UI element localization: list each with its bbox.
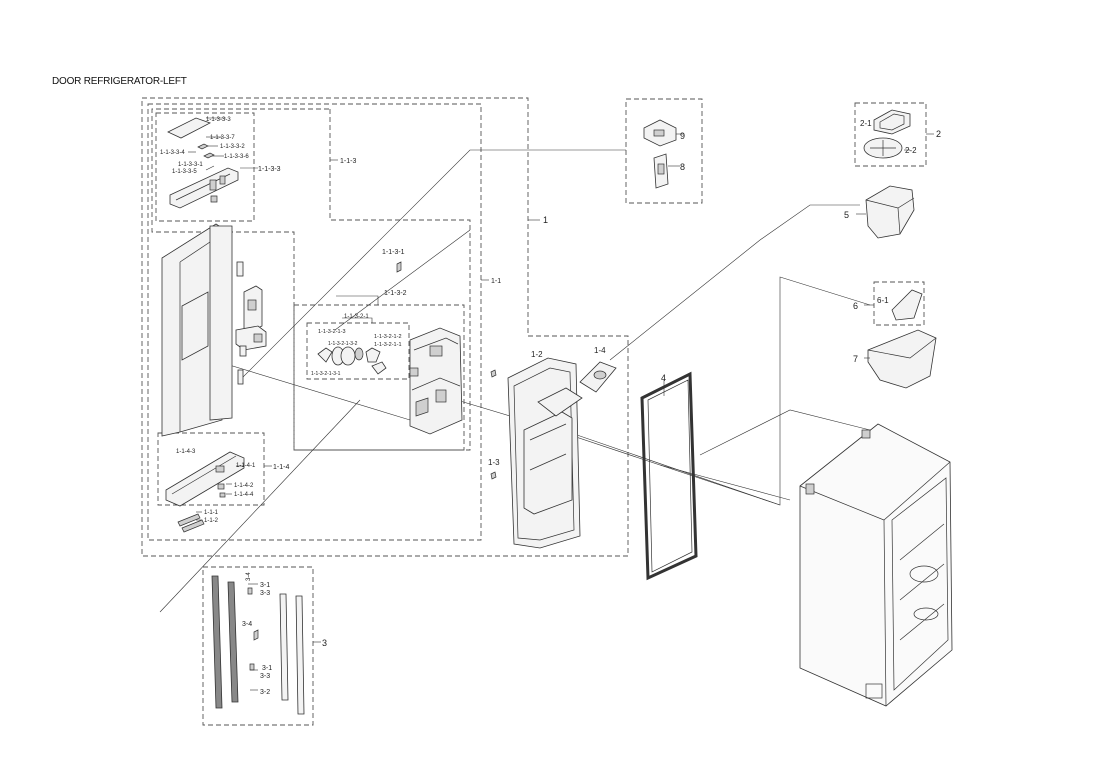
leader-lines	[188, 117, 934, 691]
label-4: 4	[661, 373, 666, 383]
box-assembly-1-1-3-3	[155, 112, 255, 222]
label-1-1-3-2-1-3-1: 1-1-3-2-1-3-1	[311, 371, 341, 377]
label-3: 3	[322, 638, 327, 648]
label-7: 7	[853, 354, 858, 364]
label-3-1-lower: 3-1	[262, 665, 272, 672]
box-part-3	[202, 566, 314, 726]
part-drawings	[161, 109, 953, 715]
label-1-1-3-2-1: 1-1-3-2-1	[344, 314, 369, 320]
label-1-2: 1-2	[531, 350, 543, 359]
label-1-3: 1-3	[488, 458, 500, 467]
label-1-1-4-1: 1-1-4-1	[236, 463, 256, 469]
label-2-1: 2-1	[860, 119, 872, 128]
label-3-2: 3-2	[260, 689, 270, 696]
label-1-1-3-2-1-1: 1-1-3-2-1-1	[374, 342, 402, 348]
label-1-1-3-2-1-3-2: 1-1-3-2-1-3-2	[328, 341, 358, 347]
box-parts-8-9	[625, 98, 703, 204]
box-assembly-1	[141, 97, 629, 557]
label-1-1-3-1: 1-1-3-1	[382, 249, 405, 256]
label-1-1-4: 1-1-4	[273, 464, 289, 471]
label-1-1-3-3: 1-1-3-3	[258, 166, 281, 173]
label-1-1-3-3-7: 1-1-3-3-7	[210, 135, 235, 141]
label-1-1-4-3: 1-1-4-3	[176, 449, 196, 455]
box-part-2	[854, 102, 927, 167]
label-2-2: 2-2	[905, 146, 917, 155]
label-1-1-2: 1-1-2	[204, 518, 219, 524]
label-2: 2	[936, 129, 941, 139]
label-1-1-3: 1-1-3	[340, 158, 356, 165]
label-6: 6	[853, 301, 858, 311]
box-assembly-1-1-3-2	[293, 304, 465, 451]
label-8: 8	[680, 162, 685, 172]
label-3-3-lower: 3-3	[260, 673, 270, 680]
label-1-1: 1-1	[491, 278, 501, 285]
label-9: 9	[680, 131, 685, 141]
box-part-6	[873, 281, 925, 326]
label-1-1-3-3-4: 1-1-3-3-4	[160, 150, 185, 156]
label-3-4-lower: 3-4	[242, 621, 252, 628]
label-1: 1	[543, 215, 548, 225]
label-1-1-3-3-1: 1-1-3-3-1	[178, 162, 203, 168]
label-3-3-upper: 3-3	[260, 590, 270, 597]
label-1-1-3-3-2: 1-1-3-3-2	[220, 144, 245, 150]
label-1-1-3-3-3: 1-1-3-3-3	[206, 117, 231, 123]
label-1-1-3-2-1-3: 1-1-3-2-1-3	[318, 329, 346, 335]
label-1-1-4-4: 1-1-4-4	[234, 492, 254, 498]
label-3-4-upper: 3-4	[246, 572, 252, 581]
box-assembly-1-1-4	[157, 432, 265, 506]
label-1-1-3-2-1-2: 1-1-3-2-1-2	[374, 334, 402, 340]
label-6-1: 6-1	[877, 296, 889, 305]
label-1-1-3-2: 1-1-3-2	[384, 290, 407, 297]
label-1-1-1: 1-1-1	[204, 510, 219, 516]
label-1-1-3-3-5: 1-1-3-3-5	[172, 169, 197, 175]
label-3-1-upper: 3-1	[260, 582, 270, 589]
label-1-4: 1-4	[594, 346, 606, 355]
diagram-title: DOOR REFRIGERATOR-LEFT	[52, 76, 187, 87]
label-5: 5	[844, 210, 849, 220]
label-1-1-3-3-6: 1-1-3-3-6	[224, 154, 249, 160]
label-1-1-4-2: 1-1-4-2	[234, 483, 254, 489]
box-assembly-1-1	[147, 103, 482, 541]
box-assembly-1-1-3-2-1	[306, 322, 410, 380]
group-boxes	[141, 97, 927, 726]
callout-labels: 1-1-3-3-3 1-1-3-3-7 1-1-3-3-2 1-1-3-3-4 …	[160, 117, 941, 696]
